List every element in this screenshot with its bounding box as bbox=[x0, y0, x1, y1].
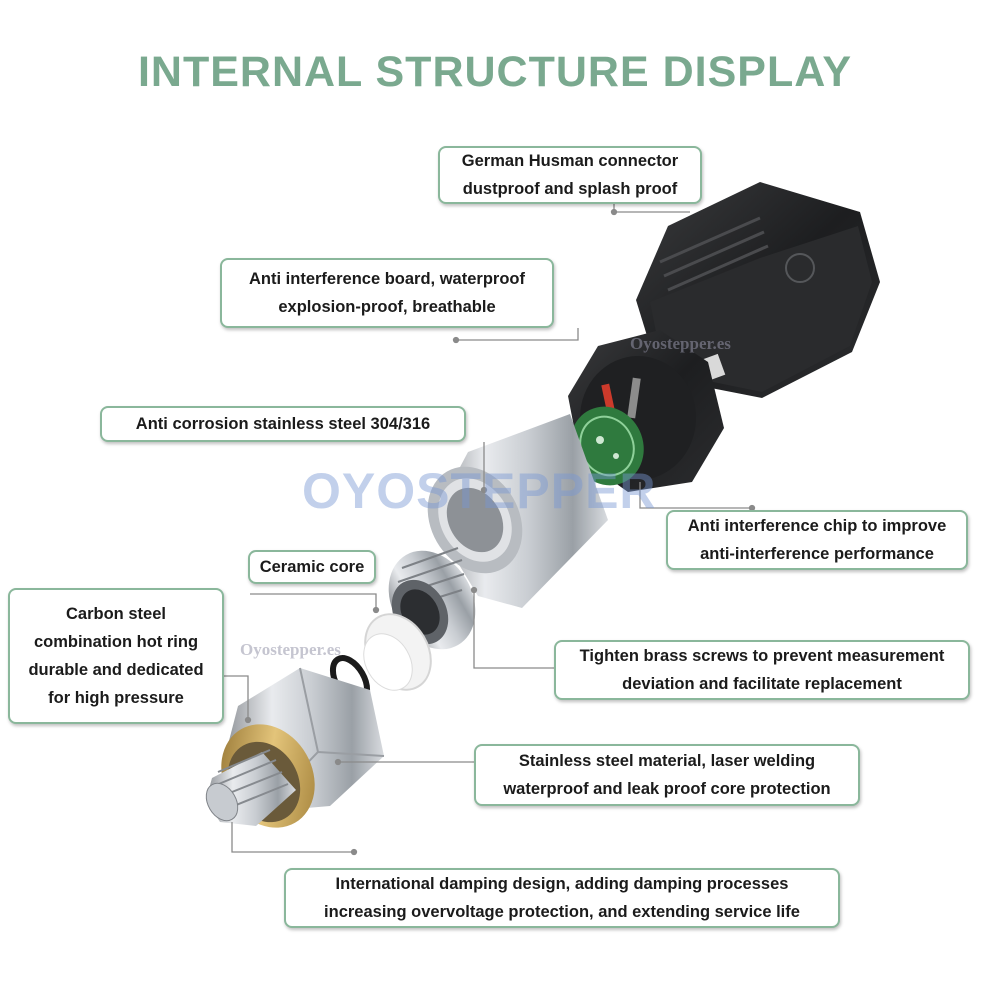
callout-board: Anti interference board, waterproof expl… bbox=[220, 258, 554, 328]
callout-welding-line1: Stainless steel material, laser welding bbox=[518, 752, 816, 770]
callout-welding-line2: waterproof and leak proof core protectio… bbox=[503, 780, 831, 798]
steel-sleeve-part bbox=[427, 414, 608, 608]
callout-carbon: Carbon steel combination hot ring durabl… bbox=[8, 588, 224, 724]
hex-body-part bbox=[205, 667, 385, 828]
callout-damping: International damping design, adding dam… bbox=[284, 868, 840, 928]
callout-ceramic: Ceramic core bbox=[248, 550, 376, 584]
callout-carbon-line3: durable and dedicated bbox=[28, 661, 204, 679]
callout-welding: Stainless steel material, laser welding … bbox=[474, 744, 860, 806]
chip-part bbox=[570, 406, 644, 486]
callout-ceramic-line1: Ceramic core bbox=[259, 558, 365, 576]
leader-lines bbox=[222, 204, 756, 856]
callout-chip-line2: anti-interference performance bbox=[700, 545, 934, 563]
callout-carbon-line2: combination hot ring bbox=[33, 633, 199, 651]
callout-brass: Tighten brass screws to prevent measurem… bbox=[554, 640, 970, 700]
ceramic-core-part bbox=[363, 613, 432, 691]
callout-chip-line1: Anti interference chip to improve bbox=[687, 517, 947, 535]
callout-steel: Anti corrosion stainless steel 304/316 bbox=[100, 406, 466, 442]
callout-damping-line2: increasing overvoltage protection, and e… bbox=[324, 903, 800, 921]
connector-part bbox=[636, 182, 880, 398]
callout-connector-line2: dustproof and splash proof bbox=[462, 180, 678, 198]
callout-damping-line1: International damping design, adding dam… bbox=[335, 875, 789, 893]
callout-steel-line1: Anti corrosion stainless steel 304/316 bbox=[135, 415, 431, 433]
brand-watermark: OYOSTEPPER bbox=[302, 463, 657, 519]
callout-brass-line2: deviation and facilitate replacement bbox=[622, 675, 902, 693]
callout-chip: Anti interference chip to improve anti-i… bbox=[666, 510, 968, 570]
page-title: INTERNAL STRUCTURE DISPLAY bbox=[137, 48, 853, 96]
site-watermark-bottom: Oyostepper.es bbox=[240, 640, 341, 659]
site-watermark-top: Oyostepper.es bbox=[630, 334, 731, 353]
callout-connector-line1: German Husman connector bbox=[461, 152, 679, 170]
callout-connector: German Husman connector dustproof and sp… bbox=[438, 146, 702, 204]
callout-carbon-line1: Carbon steel bbox=[66, 605, 166, 623]
callout-board-line2: explosion-proof, breathable bbox=[278, 298, 496, 316]
callout-board-line1: Anti interference board, waterproof bbox=[249, 270, 525, 288]
callout-carbon-line4: for high pressure bbox=[48, 689, 184, 707]
callout-brass-line1: Tighten brass screws to prevent measurem… bbox=[579, 647, 945, 665]
